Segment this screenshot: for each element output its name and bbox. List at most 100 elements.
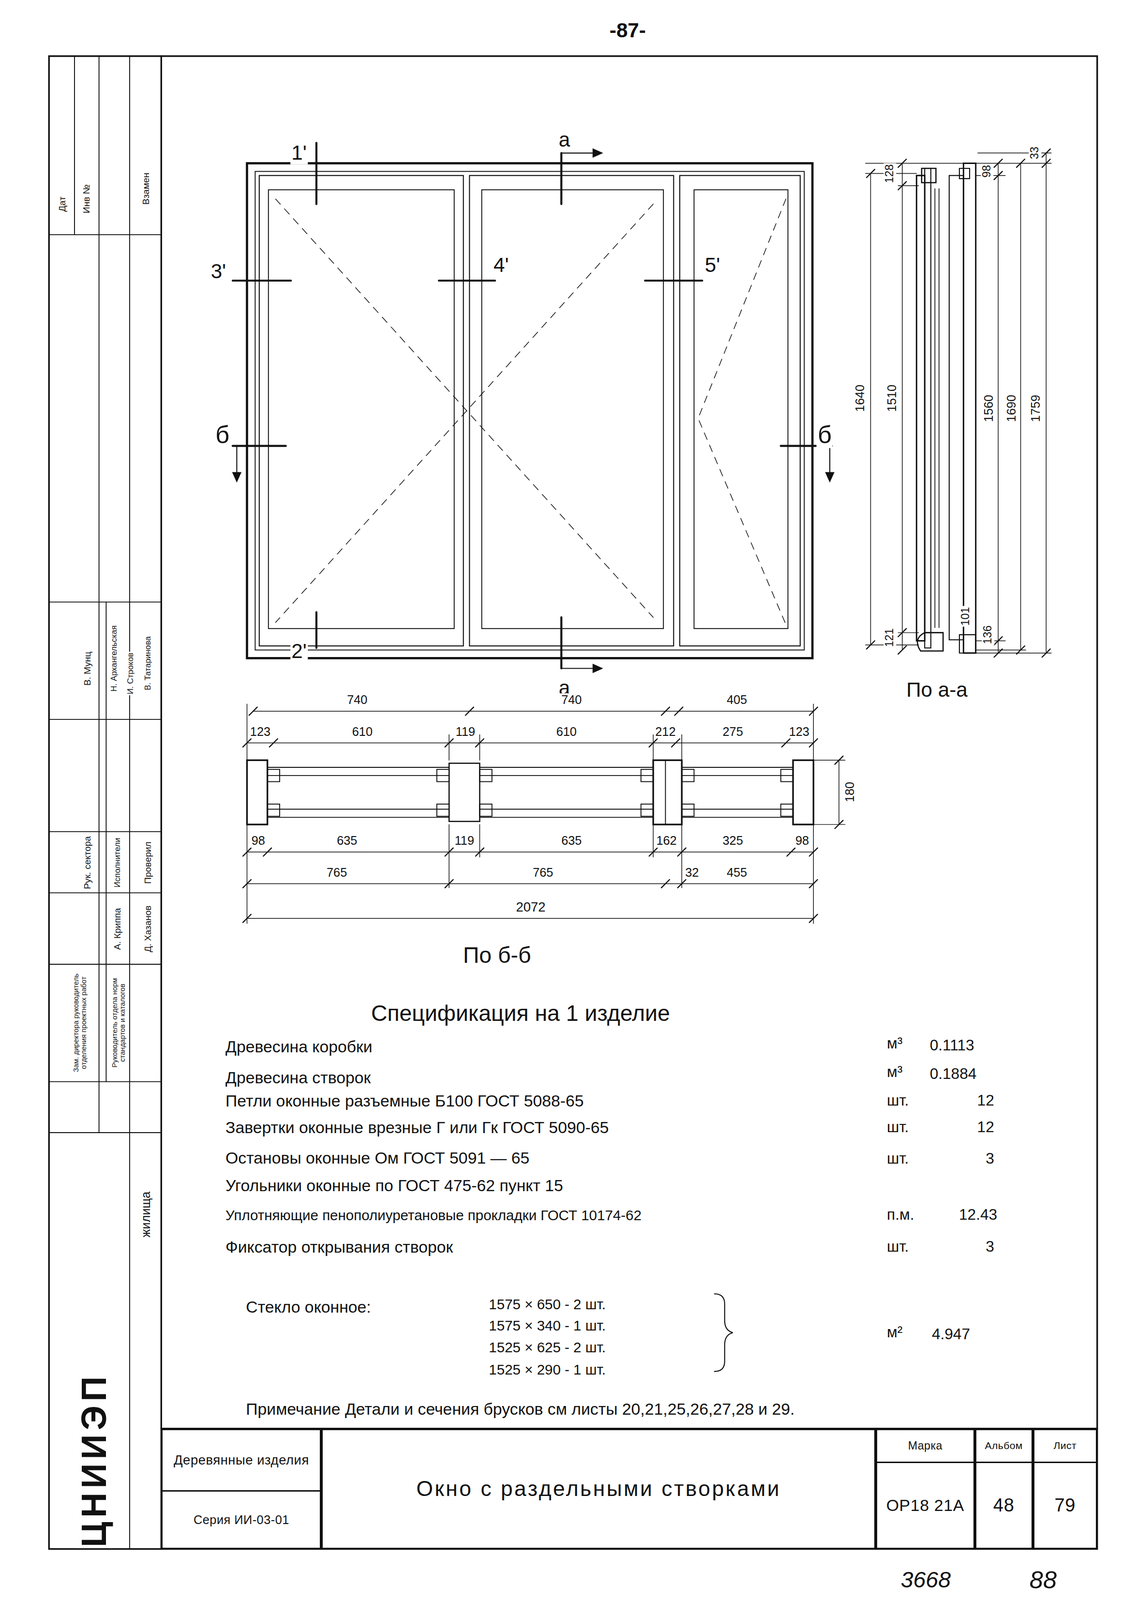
spec-cell: м³	[885, 1063, 904, 1081]
spec-cell: 3	[984, 1237, 996, 1255]
drawing-line	[315, 612, 318, 648]
dimension: 1759	[1029, 393, 1043, 423]
dimension: 119	[454, 725, 477, 739]
drawing-line	[664, 760, 666, 825]
stamp-text: Руководитель отдела норм стандартов и ка…	[110, 965, 126, 1080]
section-mark: 4'	[492, 254, 510, 277]
dimension: 1510	[885, 383, 899, 413]
drawing-line	[838, 760, 839, 825]
dimension: 765	[531, 866, 554, 880]
stamp-text: В. Мунц	[82, 650, 93, 687]
section-mark: 5'	[703, 254, 722, 277]
spec-cell: 1525 × 290 - 1 шт.	[487, 1361, 607, 1378]
dimension: 119	[453, 834, 476, 848]
drawing-line	[315, 142, 318, 205]
drawing-line	[681, 734, 682, 761]
cell-heading: Окно с раздельными створками	[322, 1430, 874, 1548]
drawing-line	[48, 601, 162, 603]
drawing-line	[436, 804, 449, 817]
spec-cell: 4.947	[930, 1325, 972, 1343]
drawing-line	[436, 769, 449, 782]
drawing-line	[829, 446, 831, 476]
spec-cell: Остановы оконные Ом ГОСТ 5091 — 65	[224, 1149, 531, 1168]
cell-heading: Альбом	[976, 1430, 1032, 1464]
drawing-line	[901, 163, 903, 650]
stamp-text: жилища	[139, 1190, 153, 1239]
drawing-line	[959, 168, 970, 179]
stamp-text: Инв №	[81, 183, 92, 215]
drawing-line	[479, 769, 492, 782]
dimension: 1560	[982, 393, 996, 423]
drawing-line	[949, 175, 964, 641]
drawing-line	[813, 703, 814, 924]
section-mark: 2'	[290, 640, 308, 663]
drawing-line	[479, 766, 654, 768]
drawing-line	[681, 769, 694, 782]
spec-cell: м³	[885, 1034, 904, 1052]
drawing-line	[267, 769, 280, 782]
drawing-line	[48, 234, 162, 236]
drawing-line	[105, 601, 107, 1082]
drawing-line	[870, 173, 871, 645]
drawing-line	[681, 808, 793, 810]
series-cell: Деревянные изделияСерия ИИ-03-01	[161, 1428, 322, 1550]
drawing-line	[48, 1081, 162, 1083]
spec-cell: м²	[885, 1323, 904, 1341]
drawing-line	[681, 816, 793, 818]
spec-cell: шт.	[885, 1092, 910, 1109]
drawing-line	[593, 149, 603, 158]
drawing-line	[959, 634, 976, 654]
spec-cell: 12	[976, 1118, 996, 1136]
drawing-line	[865, 149, 1052, 658]
spec-cell: Фиксатор открывания створок	[224, 1238, 454, 1257]
drawing-line	[593, 664, 603, 673]
drawing-line	[267, 808, 449, 810]
stamp-strip-lines	[48, 56, 162, 1550]
dimension: 162	[655, 834, 678, 848]
spec-cell: шт.	[885, 1118, 910, 1136]
drawing-line	[780, 804, 793, 817]
dimension: 740	[345, 693, 369, 707]
spec-cell: 12	[976, 1092, 996, 1109]
drawing-line	[259, 175, 464, 646]
drawing-line	[479, 775, 654, 777]
drawing-line	[275, 198, 787, 625]
drawing-line	[641, 804, 654, 817]
spec-cell: Древесина коробки	[224, 1038, 374, 1057]
drawing-line	[48, 831, 162, 833]
dimension: 405	[725, 693, 749, 707]
drawing-line	[792, 760, 814, 825]
spec-cell: Древесина створок	[224, 1068, 372, 1087]
drawing-line	[924, 168, 931, 648]
section-markers	[232, 142, 835, 673]
section-mark: б	[214, 421, 231, 449]
drawing-line	[98, 56, 100, 1133]
spec-cell: Завертки оконные врезные Г или Гк ГОСТ 5…	[224, 1118, 610, 1137]
dimension: 33	[1028, 146, 1042, 161]
drawing-line	[448, 763, 480, 822]
drawing-line	[247, 917, 814, 919]
drawing-line	[242, 707, 843, 923]
cell-heading: Марка	[877, 1430, 974, 1464]
dimension: 635	[335, 834, 359, 848]
cell-value: Серия ИИ-03-01	[162, 1491, 320, 1548]
drawing-line	[247, 760, 268, 825]
dimension: 136	[981, 624, 995, 646]
dimension: 765	[325, 866, 348, 880]
stamp-text: Проверил	[142, 840, 153, 885]
drawing-line	[469, 175, 674, 646]
drawing-line	[242, 703, 846, 924]
drawing-line	[232, 279, 291, 282]
drawing-line	[267, 816, 449, 818]
stamp-text: И. Строков	[126, 651, 136, 696]
dimension: 2072	[514, 899, 547, 915]
sheet-cell: Лист79	[1032, 1428, 1098, 1550]
drawing-line	[275, 198, 654, 618]
drawing-line	[48, 892, 162, 894]
drawing-line	[246, 703, 248, 924]
spec-cell: Угольники оконные по ГОСТ 475-62 пункт 1…	[224, 1177, 565, 1196]
drawing-line	[232, 445, 286, 448]
spec-cell: 1575 × 340 - 1 шт.	[487, 1317, 607, 1334]
drawing-line	[267, 766, 449, 768]
